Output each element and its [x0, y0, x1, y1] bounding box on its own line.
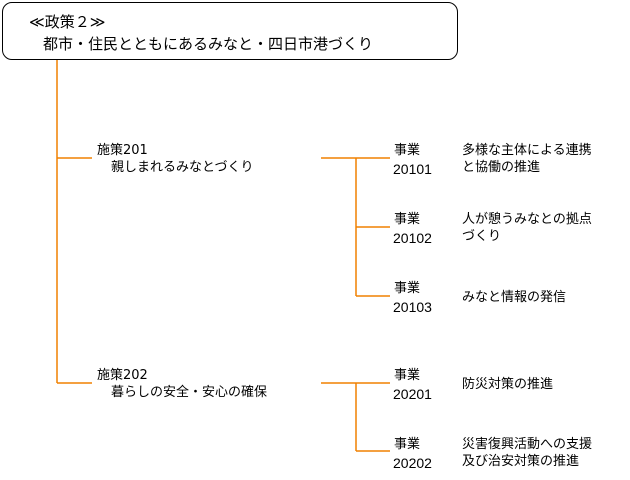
project-20202-text-line1: 災害復興活動への支援: [462, 437, 593, 452]
project-20201-label: 事業: [394, 368, 421, 383]
project-20101-text-line1: 多様な主体による連携: [462, 143, 592, 158]
measure-202-label: 施策202: [97, 368, 148, 383]
project-20103-label: 事業: [394, 281, 421, 296]
project-20103-number: 20103: [393, 299, 432, 315]
project-20201-number: 20201: [393, 386, 432, 402]
project-20102-label: 事業: [394, 212, 421, 227]
project-20101-text-line2: と協働の推進: [462, 160, 541, 175]
policy-title: ≪政策２≫: [29, 13, 106, 31]
measure-201-title: 親しまれるみなとづくり: [111, 160, 254, 175]
project-20102-text-line2: づくり: [462, 229, 502, 244]
project-20202-text-line2: 及び治安対策の推進: [462, 454, 580, 469]
measure-201-label: 施策201: [97, 143, 148, 158]
project-20201-text-line1: 防災対策の推進: [462, 377, 554, 392]
project-20101-label: 事業: [394, 143, 421, 158]
project-20102-number: 20102: [393, 230, 432, 246]
project-20101-number: 20101: [393, 161, 432, 177]
measure-202-title: 暮らしの安全・安心の確保: [111, 385, 268, 400]
connector-group: [56, 60, 390, 452]
policy-box: ≪政策２≫ 都市・住民とともにあるみなと・四日市港づくり: [2, 2, 458, 60]
project-20202-number: 20202: [393, 455, 432, 471]
project-20103-text-line1: みなと情報の発信: [462, 290, 567, 305]
project-20102-text-line1: 人が憩うみなとの拠点: [462, 212, 592, 227]
policy-subtitle: 都市・住民とともにあるみなと・四日市港づくり: [43, 35, 374, 53]
project-20202-label: 事業: [394, 437, 421, 452]
